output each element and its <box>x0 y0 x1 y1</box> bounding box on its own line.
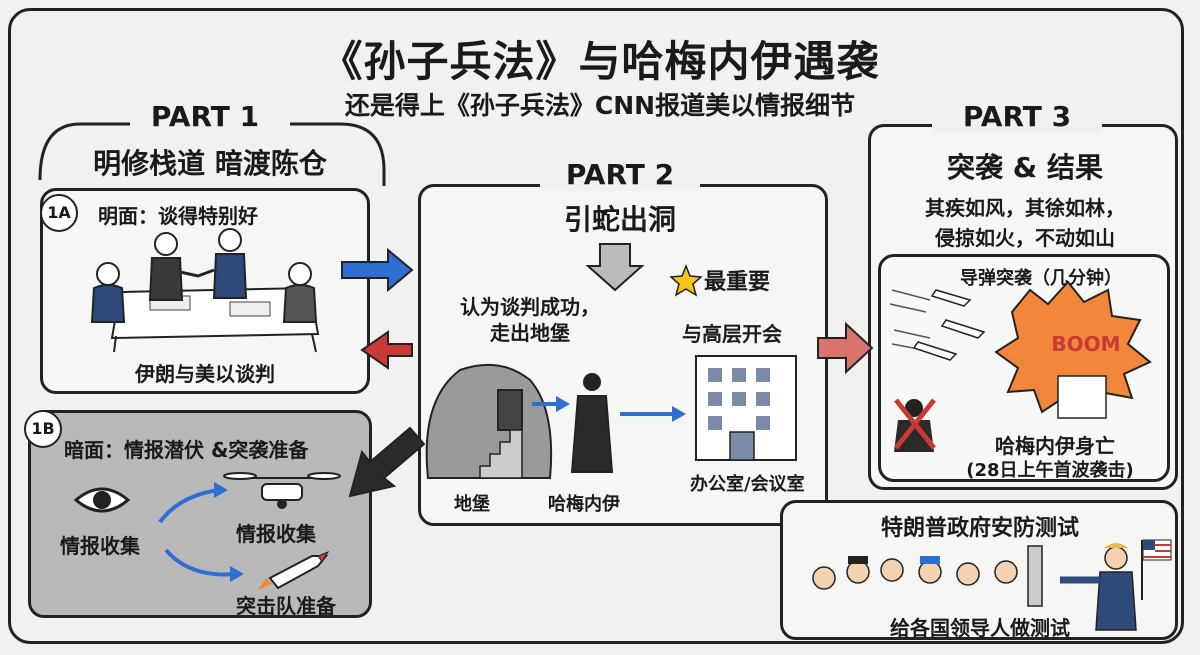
part2-name: 引蛇出洞 <box>563 203 676 236</box>
page-title: 《孙子兵法》与哈梅内伊遇袭 <box>320 37 880 86</box>
part2-important: 最重要 <box>704 270 771 295</box>
result-line2: (28日上午首波袭击) <box>966 460 1134 481</box>
trump-figure <box>1060 543 1137 631</box>
leaders-group <box>812 556 1018 590</box>
part3-name: 突袭 & 结果 <box>947 151 1103 184</box>
drone-icon <box>223 472 341 509</box>
part3-quote-line1: 其疾如风，其徐如林， <box>925 196 1125 220</box>
missile-icon <box>258 550 330 590</box>
missile-icon <box>912 289 986 361</box>
eye-icon <box>73 487 131 513</box>
result-line1: 哈梅内伊身亡 <box>995 434 1115 458</box>
arrow-part2-to-part1b <box>348 426 426 498</box>
strike-label: 导弹突袭（几分钟） <box>960 268 1122 289</box>
eye-label: 情报收集 <box>60 534 140 558</box>
us-flag-icon <box>1141 539 1172 600</box>
page-subtitle: 还是得上《孙子兵法》CNN报道美以情报细节 <box>344 91 856 120</box>
part1b-badge: 1B <box>24 410 62 448</box>
outer-frame <box>8 8 1184 644</box>
part2-note: 认为谈判成功， 走出地堡 <box>460 295 600 345</box>
part2-label: PART 2 <box>540 158 700 191</box>
drone-label: 情报收集 <box>236 522 316 546</box>
part1a-badge: 1A <box>40 194 78 232</box>
missile-label: 突击队准备 <box>236 594 336 618</box>
person-icon <box>570 373 614 473</box>
part1a-heading: 明面：谈得特别好 <box>98 204 258 228</box>
part1b-heading: 暗面：情报潜伏 &突袭准备 <box>64 438 309 462</box>
part1a-caption: 伊朗与美以谈判 <box>135 362 275 386</box>
part3-quote-line2: 侵掠如火，不动如山 <box>935 226 1115 250</box>
office-building-icon <box>695 355 797 461</box>
part1-label: PART 1 <box>150 100 260 133</box>
part1-name: 明修栈道 暗渡陈仓 <box>93 147 327 180</box>
explosion-icon <box>994 280 1152 416</box>
person-label: 哈梅内伊 <box>548 494 620 515</box>
trump-caption: 给各国领导人做测试 <box>890 616 1070 640</box>
boom-text: BOOM <box>1051 332 1121 356</box>
crossed-person-icon <box>894 398 936 452</box>
down-arrow-icon <box>585 243 645 292</box>
arrow-part2-to-part3 <box>817 321 874 375</box>
star-icon <box>669 263 703 297</box>
part2-meeting: 与高层开会 <box>682 322 782 346</box>
office-label: 办公室/会议室 <box>690 474 805 495</box>
bunker-label: 地堡 <box>454 494 490 515</box>
part1b-box <box>28 410 372 618</box>
part3-label-cover: PART 3 <box>932 100 1102 133</box>
arrow-part1-to-part2 <box>341 247 414 293</box>
trump-title: 特朗普政府安防测试 <box>880 516 1079 541</box>
arrow-part2-to-part1 <box>360 330 413 370</box>
